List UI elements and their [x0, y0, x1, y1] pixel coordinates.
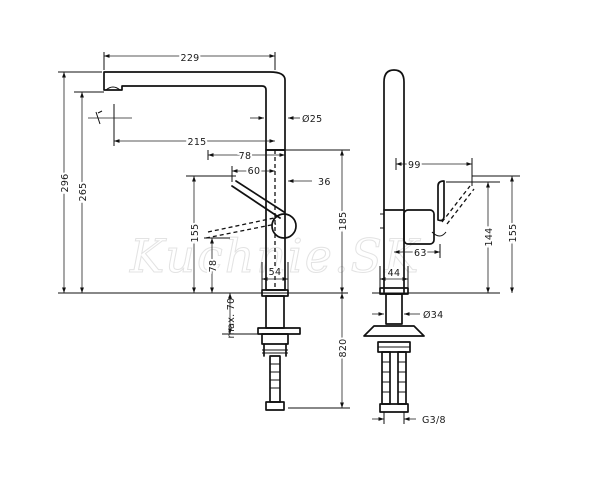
dim-side-body-width: 44	[388, 268, 401, 279]
front-nut	[261, 333, 289, 345]
dim-spout-height: 265	[78, 182, 89, 201]
dim-hose-length: 820	[338, 338, 349, 357]
front-view-faucet	[58, 71, 348, 411]
dim-body-width: 54	[269, 267, 282, 278]
dim-body-height: 185	[338, 211, 349, 230]
side-cartridge-curve	[431, 231, 447, 237]
side-mounting-plate	[363, 325, 425, 337]
front-spout	[103, 71, 286, 151]
side-lever-open	[441, 185, 471, 223]
dim-side-base-offset: 63	[414, 248, 427, 259]
dim-lever-offset: 60	[248, 166, 261, 177]
side-view-faucet	[363, 69, 500, 413]
side-hose-left	[381, 351, 391, 405]
front-cartridge	[271, 213, 297, 239]
front-lever	[231, 185, 281, 219]
dim-side-shank-diameter: Ø34	[423, 310, 443, 321]
lever-open-position	[205, 223, 277, 239]
dim-spout-reach: 229	[180, 53, 199, 64]
side-lever-open-edge	[446, 188, 475, 225]
aerator-angle-mark	[95, 110, 103, 125]
front-hose	[269, 355, 281, 403]
dim-side-height-155: 155	[508, 223, 519, 242]
dim-max-deck: max. 70	[226, 298, 237, 339]
side-hose-fittings	[379, 403, 409, 413]
front-hose-fitting	[265, 401, 285, 411]
dim-lever-base-height: 78	[208, 260, 219, 273]
aerator	[105, 86, 121, 91]
side-hose-ribs	[382, 361, 406, 393]
dim-spout-diameter: Ø25	[302, 114, 322, 125]
side-detail	[380, 213, 384, 229]
front-view-dimensions: 229 Ø25 215 78 60 36 296 265	[58, 51, 351, 409]
lever-open-position-edge	[207, 217, 275, 233]
dim-side-thread: G3/8	[422, 415, 446, 426]
side-lever	[437, 180, 445, 222]
side-spout-body	[383, 69, 405, 211]
side-cartridge	[403, 209, 435, 245]
dim-total-height: 296	[60, 173, 71, 192]
front-shank	[265, 295, 285, 329]
side-view-dimensions: 99 63 144 155 44 Ø34 G3/8	[372, 158, 521, 426]
side-hose-right	[397, 351, 407, 405]
front-lever-edge	[235, 180, 285, 213]
dim-body-offset: 36	[318, 177, 331, 188]
dim-side-height-144: 144	[484, 227, 495, 246]
front-thread	[262, 349, 288, 354]
dim-lever-height: 155	[190, 223, 201, 242]
dim-spout-offset: 215	[187, 137, 206, 148]
dim-lever-reach: 78	[239, 151, 252, 162]
dim-side-lever-reach: 99	[408, 160, 421, 171]
front-hose-ribs	[270, 363, 280, 389]
side-shank	[385, 293, 403, 325]
watermark-text: Kuchnie.SK	[129, 229, 421, 283]
front-mounting-plate	[257, 327, 301, 335]
